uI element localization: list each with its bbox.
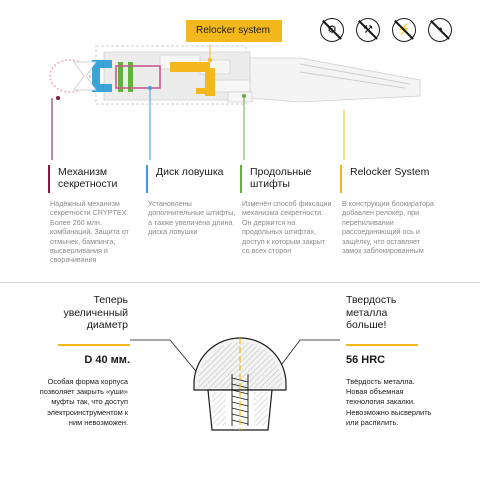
callout-pins-text: Изменён способ фиксации механизма секрет…	[242, 199, 332, 256]
callout-trap-bar	[146, 165, 148, 193]
section-divider	[0, 282, 480, 283]
key-blade-line-2	[299, 71, 406, 89]
right-heading: Твердость металла больше!	[346, 294, 397, 331]
right-body: Твёрдость металла. Новая объемная технол…	[346, 377, 432, 427]
callout-mechanism-bar	[48, 165, 50, 193]
callout-relocker-bar	[340, 165, 342, 193]
callout-pins-bar	[240, 165, 242, 193]
right-connector	[275, 339, 340, 373]
no-drill-gun-icon: ⚡	[392, 18, 416, 42]
lock-cross-section-diagram	[49, 44, 421, 160]
secrecy-mechanism-frame	[115, 65, 161, 89]
bolt-flange-right-hatch	[254, 392, 268, 426]
callout-relocker-text: В конструкции блокиратора добавлен релок…	[342, 199, 434, 256]
key-blade-line	[299, 63, 411, 85]
right-accent-line	[346, 344, 418, 346]
no-hammer-icon: ⚒	[356, 18, 380, 42]
right-value: 56 HRC	[346, 354, 386, 366]
leader-lines	[51, 44, 345, 160]
callout-trap-title: Диск ловушка	[156, 166, 224, 178]
callout-pins-title: Продольные штифты	[250, 166, 312, 190]
trap-disc	[92, 60, 112, 92]
relocker-parts	[170, 62, 215, 96]
no-grinder-icon: ◔	[428, 18, 452, 42]
key-ring-loop	[49, 59, 91, 93]
longitudinal-pins	[118, 62, 133, 92]
no-drill-icon: ⚙	[320, 18, 344, 42]
relocker-badge	[186, 20, 282, 42]
left-connector	[130, 339, 201, 377]
callout-mechanism-title: Механизм секретности	[58, 166, 118, 190]
relocker-badge-label: Relocker system	[196, 25, 270, 36]
key-shank	[249, 57, 421, 103]
callout-mechanism-text: Надёжный механизм секретности CRYPTEX. Б…	[50, 199, 129, 265]
left-heading: Теперь увеличенный диаметр	[63, 294, 128, 331]
callout-relocker-title: Relocker System	[350, 166, 430, 178]
left-value: D 40 мм.	[84, 354, 130, 366]
bolt-flange-left-hatch	[212, 392, 226, 426]
bolt-cross-section-diagram	[130, 337, 340, 431]
left-body: Особая форма корпуса позволяет закрыть «…	[39, 377, 128, 427]
callout-trap-text: Установлены дополнительные штифты, а так…	[148, 199, 236, 237]
key-head-outline	[73, 61, 97, 91]
left-accent-line	[58, 344, 130, 346]
